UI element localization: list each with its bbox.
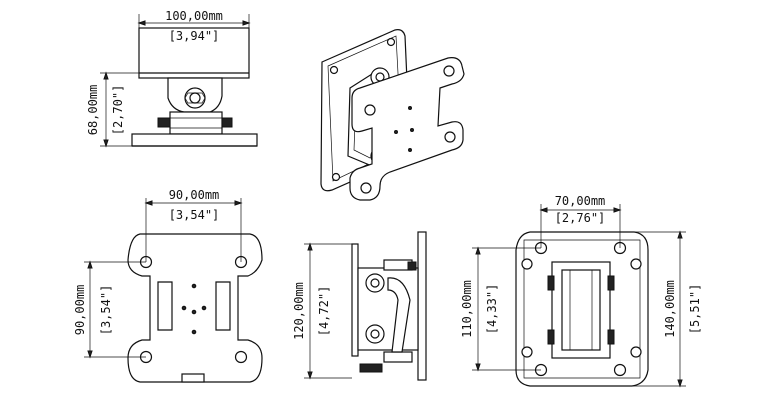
base-plate [131, 133, 258, 147]
dim-back-inner-height-in: [4,33"] [485, 284, 499, 335]
dim-top-height-mm: 68,00mm [86, 85, 100, 136]
top-mounting-plate [138, 27, 250, 79]
device-plate [349, 57, 465, 201]
dim-top-width-mm: 100,00mm [165, 9, 223, 23]
dim-back-outer-height-in: [5,51"] [688, 284, 702, 335]
dim-side-height-mm: 120,00mm [292, 282, 306, 340]
dim-back-width-in: [2,76"] [555, 211, 606, 225]
wall-plate-view: 70,00mm [2,76"] 110,00mm [4,33"] 140,00m… [460, 194, 702, 388]
device-plate-front [127, 233, 263, 383]
dim-plate-width-in: [3,54"] [169, 208, 220, 222]
wall-plate-side [417, 231, 427, 381]
dim-side-height-in: [4,72"] [317, 286, 331, 337]
dim-back-width-mm: 70,00mm [555, 194, 606, 208]
isometric-view [320, 29, 465, 201]
dim-plate-height-in: [3,54"] [99, 285, 113, 336]
left-bolt [157, 117, 171, 128]
side-profile-view: 120,00mm [4,72"] [292, 231, 427, 381]
swivel-body [169, 111, 223, 135]
dim-back-outer-height-mm: 140,00mm [663, 280, 677, 338]
right-bolt [221, 117, 233, 128]
dim-top-height-in: [2,70"] [111, 85, 125, 136]
front-plate-view: 90,00mm [3,54"] 90,00mm [3,54"] [73, 188, 263, 383]
dim-plate-height-mm: 90,00mm [73, 285, 87, 336]
dim-plate-width-mm: 90,00mm [169, 188, 220, 202]
dim-top-width-in: [3,94"] [169, 29, 220, 43]
dim-back-inner-height-mm: 110,00mm [460, 280, 474, 338]
side-elevation-view: 100,00mm [3,94"] 68,00mm [2,70"] [86, 9, 258, 148]
